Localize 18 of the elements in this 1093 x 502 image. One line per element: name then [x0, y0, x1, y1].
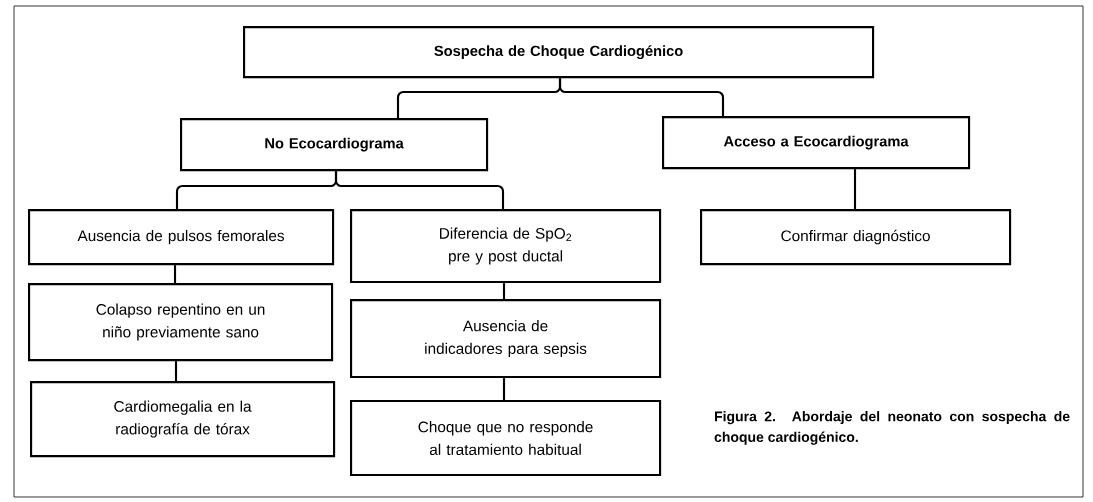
connector [558, 78, 725, 116]
criterion-box: Ausencia de pulsos femorales [28, 209, 335, 266]
branch-box: No Ecocardiograma [180, 118, 489, 172]
criterion-box: Cardiomegalia en la radiografía de tórax [30, 381, 336, 458]
connector [334, 171, 505, 209]
criterion-box: Ausencia de indicadores para sepsis [350, 299, 662, 379]
connector [853, 169, 857, 209]
connector [502, 378, 506, 400]
branch-box: Acceso a Ecocardiograma [662, 116, 971, 170]
title-box: Sospecha de Choque Cardiogénico [243, 26, 875, 79]
connector [173, 265, 177, 283]
criterion-box: Colapso repentino en un niño previamente sano [28, 283, 334, 362]
connector [174, 361, 178, 381]
figure-caption: Figura 2. Abordaje del neonato con sospecha de choque cardiogénico. [714, 411, 1070, 445]
criterion-box: Confirmar diagnóstico [700, 209, 1012, 266]
criterion-box: Choque que no responde al tratamiento habitual [350, 400, 662, 477]
criterion-box: Diferencia de SpO$_{2}$ pre y post ductal [350, 209, 662, 284]
connector [502, 283, 506, 299]
